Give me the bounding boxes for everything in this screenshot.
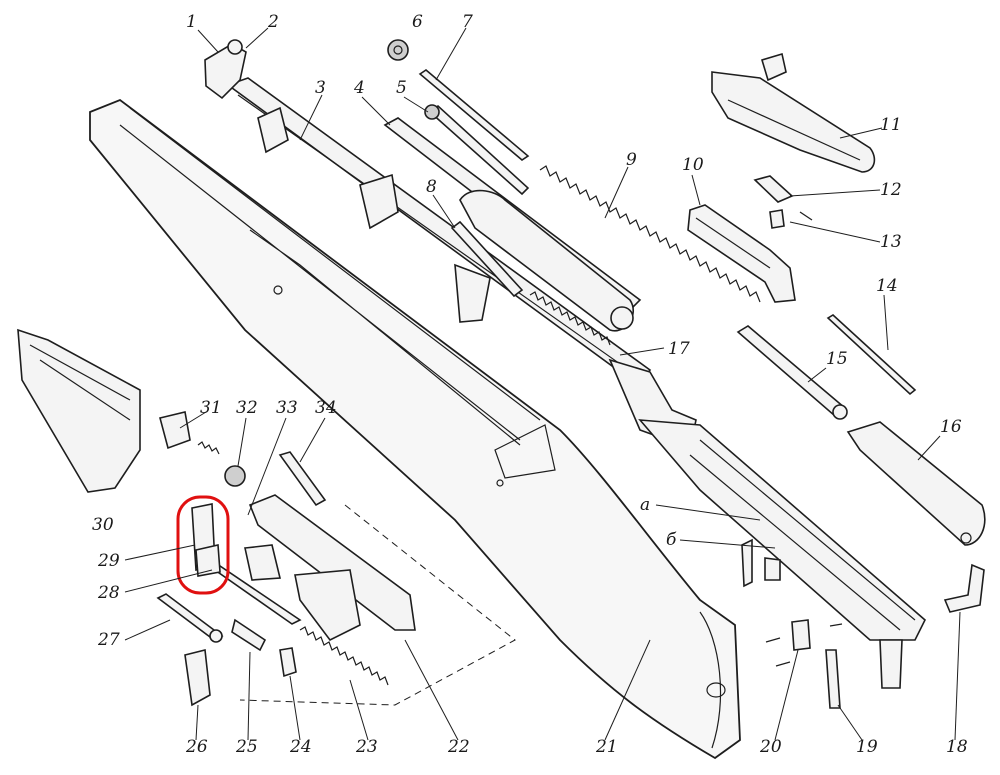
label-19: 19: [856, 737, 878, 757]
label-23: 23: [355, 737, 378, 757]
label-8: 8: [426, 177, 437, 197]
label-10: 10: [682, 155, 704, 175]
small-parts-19-20: [765, 619, 843, 709]
rods: [418, 69, 530, 196]
label-17: 17: [668, 339, 690, 359]
label-30: 30: [92, 515, 114, 535]
label-21: 21: [595, 737, 618, 757]
label-12: 12: [880, 180, 902, 200]
label-33: 33: [276, 398, 298, 418]
gas-cylinder: [383, 117, 642, 332]
label-28: 28: [97, 583, 120, 603]
part-labels: 1 2 3 4 5 6 7 8 9 10 11 12 13 14 15 16 1…: [92, 12, 968, 757]
guide-rod: [736, 325, 848, 420]
label-6: 6: [412, 12, 423, 32]
spring-23: [299, 626, 389, 686]
leader-lines: [124, 27, 961, 741]
label-25: 25: [235, 737, 258, 757]
label-31: 31: [200, 398, 222, 418]
highlight-box: [176, 495, 230, 595]
rod-8: [450, 220, 524, 298]
label-7: 7: [462, 12, 473, 32]
label-24: 24: [289, 737, 312, 757]
takedown-latch: [943, 563, 985, 613]
label-a: а: [640, 495, 650, 515]
label-22: 22: [447, 737, 470, 757]
label-13: 13: [880, 232, 902, 252]
cleaning-rod: [826, 314, 917, 396]
label-9: 9: [626, 150, 637, 170]
spring-9: [539, 165, 761, 303]
trigger-group: [239, 451, 516, 706]
label-2: 2: [267, 12, 279, 32]
bolt: [687, 204, 796, 303]
label-3: 3: [315, 78, 326, 98]
magazine-cover: [17, 328, 141, 493]
label-16: 16: [940, 417, 962, 437]
label-34: 34: [315, 398, 337, 418]
small-trigger-parts: [156, 411, 302, 707]
bolt-carrier: [711, 52, 876, 173]
label-27: 27: [97, 630, 120, 650]
label-15: 15: [826, 349, 848, 369]
firing-pin-parts: [753, 175, 813, 229]
label-26: 26: [185, 737, 208, 757]
receiver: [638, 419, 926, 689]
label-14: 14: [876, 276, 898, 296]
label-29: 29: [97, 551, 120, 571]
nut: [387, 39, 409, 61]
label-5: 5: [396, 78, 407, 98]
spring-17: [529, 291, 611, 346]
part-29: [191, 503, 221, 577]
handguard: [846, 421, 986, 546]
label-20: 20: [759, 737, 782, 757]
label-4: 4: [353, 78, 365, 98]
barrel-assembly: [204, 39, 697, 450]
stock: [89, 98, 741, 760]
label-32: 32: [236, 398, 258, 418]
label-18: 18: [946, 737, 968, 757]
label-11: 11: [880, 115, 902, 135]
label-1: 1: [186, 12, 197, 32]
label-b: б: [666, 530, 677, 550]
